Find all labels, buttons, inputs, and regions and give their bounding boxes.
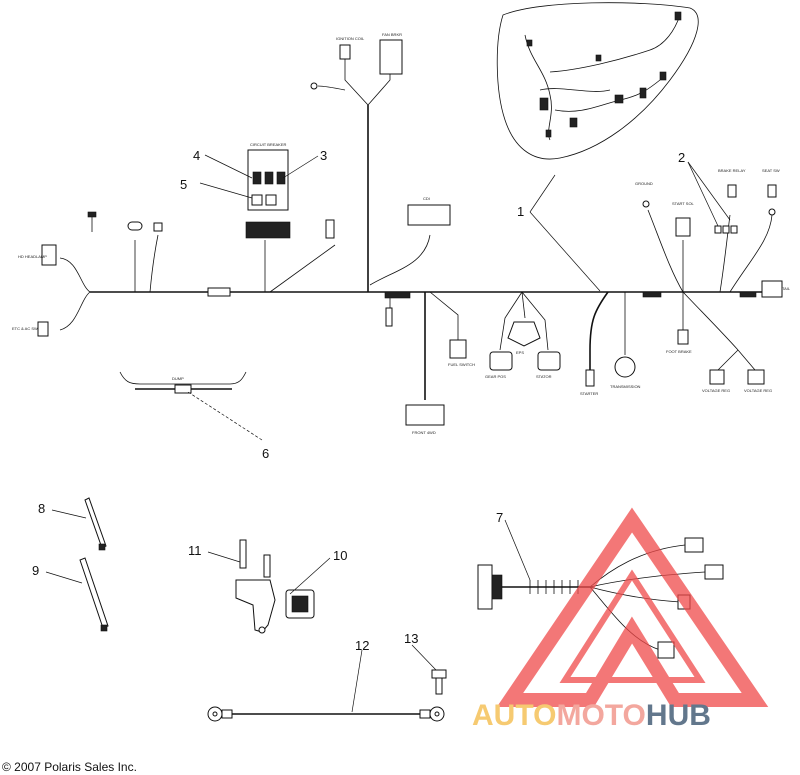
- battery-cable-12: [207, 706, 445, 722]
- svg-text:HD HEADLAMP: HD HEADLAMP: [18, 254, 47, 259]
- svg-text:DUMP: DUMP: [172, 376, 184, 381]
- speed-sensor: [507, 321, 541, 347]
- svg-text:IGNITION COIL: IGNITION COIL: [336, 36, 365, 41]
- callout-5: 5: [180, 177, 187, 192]
- svg-text:GROUND: GROUND: [635, 181, 653, 186]
- callout-numbers: 1 2 3 4 5 6 7 8 9 10 11 12 13: [32, 148, 685, 653]
- cable-tie-8: [84, 497, 107, 549]
- svg-text:GEAR POS: GEAR POS: [485, 374, 506, 379]
- callout-4: 4: [193, 148, 200, 163]
- fuse-5: [251, 194, 263, 206]
- callout-3: 3: [320, 148, 327, 163]
- fan-breaker: [379, 39, 403, 75]
- starter-terminal: [585, 369, 595, 387]
- callout-6: 6: [262, 446, 269, 461]
- mounting-bracket: [235, 579, 276, 633]
- harness-overview-inset: [496, 2, 699, 160]
- diode-2: [727, 184, 737, 198]
- extension-connector: [174, 384, 192, 394]
- cable-ties: [79, 497, 109, 632]
- callout-13: 13: [404, 631, 418, 646]
- svg-text:VOLTAGE REG: VOLTAGE REG: [744, 388, 772, 393]
- accessory-connector: [87, 211, 97, 218]
- connector-2a: [714, 225, 722, 234]
- callout-8: 8: [38, 501, 45, 516]
- svg-text:TAIL: TAIL: [782, 286, 791, 291]
- voltage-regulator-a: [709, 369, 725, 385]
- fuel-pump-switch: [449, 339, 467, 359]
- svg-text:SEAT SW: SEAT SW: [762, 168, 780, 173]
- svg-text:FRONT 4WD: FRONT 4WD: [412, 430, 436, 435]
- svg-text:FOOT BRAKE: FOOT BRAKE: [666, 349, 692, 354]
- ground-terminal: [642, 200, 650, 208]
- leader-lines: [45, 154, 731, 713]
- screw-11: [239, 539, 247, 569]
- fuse-block-connector: [245, 221, 291, 239]
- svg-text:FAN BRKR: FAN BRKR: [382, 32, 402, 37]
- ignition-coil-ground: [310, 82, 318, 90]
- svg-text:CIRCUIT BREAKER: CIRCUIT BREAKER: [250, 142, 286, 147]
- seat-switch: [767, 184, 777, 198]
- svg-text:STATOR: STATOR: [536, 374, 552, 379]
- screw-11b: [263, 554, 271, 578]
- sub-connector-b: [704, 564, 724, 580]
- watermark-text-moto: MOTO: [556, 699, 645, 732]
- sub-harness-plug: [477, 564, 493, 610]
- watermark-triangle: [496, 507, 769, 707]
- watermark-logo: AUTOMOTOHUB: [472, 507, 769, 732]
- svg-text:VOLTAGE REG: VOLTAGE REG: [702, 388, 730, 393]
- park-brake-switch: [153, 222, 163, 232]
- relay-3: [276, 171, 286, 185]
- callout-1: 1: [517, 204, 524, 219]
- front-4wd-connector: [405, 404, 445, 426]
- main-harness: HD HEADLAMP ETC & AC SW CIRCUIT BREAKER: [12, 32, 791, 435]
- svg-text:ETC & AC SW: ETC & AC SW: [12, 326, 38, 331]
- hd-headlight-connector: [41, 244, 57, 266]
- diode-component: [325, 219, 335, 239]
- glove-box-light-connector: [127, 221, 143, 231]
- svg-text:START SOL: START SOL: [672, 201, 695, 206]
- inline-connector: [207, 287, 231, 297]
- callout-12: 12: [355, 638, 369, 653]
- ignition-coil-connector: [339, 44, 351, 60]
- watermark-text-auto: AUTO: [472, 699, 556, 732]
- relay-4: [252, 171, 262, 185]
- voltage-regulator-b: [747, 369, 765, 385]
- sub-connector-a: [684, 537, 704, 553]
- foot-brake-switch: [677, 329, 689, 345]
- svg-text:BRAKE RELAY: BRAKE RELAY: [718, 168, 746, 173]
- connector-2b: [722, 225, 730, 234]
- rear-taillight-connector: [761, 280, 783, 298]
- sensor-connector-a: [489, 351, 513, 371]
- svg-text:CDI: CDI: [423, 196, 430, 201]
- callout-9: 9: [32, 563, 39, 578]
- svg-text:TRANSMISSION: TRANSMISSION: [610, 384, 641, 389]
- cdi-connector: [407, 204, 451, 226]
- svg-text:FUEL SWITCH: FUEL SWITCH: [448, 362, 475, 367]
- fuse-holder: [385, 307, 393, 327]
- transmission-switch: [614, 356, 636, 378]
- ac-switch-connector: [37, 321, 49, 337]
- callout-11: 11: [188, 543, 202, 558]
- extension-harness-6: DUMP: [119, 371, 247, 394]
- callout-2: 2: [678, 150, 685, 165]
- bracket-assembly: [235, 539, 315, 634]
- bolt-head: [431, 669, 447, 679]
- cable-tie-9: [79, 557, 109, 629]
- sub-connector-d: [657, 641, 675, 659]
- bolt-13: [431, 669, 447, 695]
- svg-text:STARTER: STARTER: [580, 391, 598, 396]
- start-solenoid: [675, 217, 691, 237]
- sensor-connector-b: [537, 351, 561, 371]
- callout-10: 10: [333, 548, 347, 563]
- watermark-text: AUTOMOTOHUB: [472, 699, 711, 732]
- watermark-text-hub: HUB: [646, 699, 711, 732]
- svg-text:EPS: EPS: [516, 350, 524, 355]
- callout-7: 7: [496, 510, 503, 525]
- connector-2c: [730, 225, 738, 234]
- copyright-notice: © 2007 Polaris Sales Inc.: [2, 760, 137, 774]
